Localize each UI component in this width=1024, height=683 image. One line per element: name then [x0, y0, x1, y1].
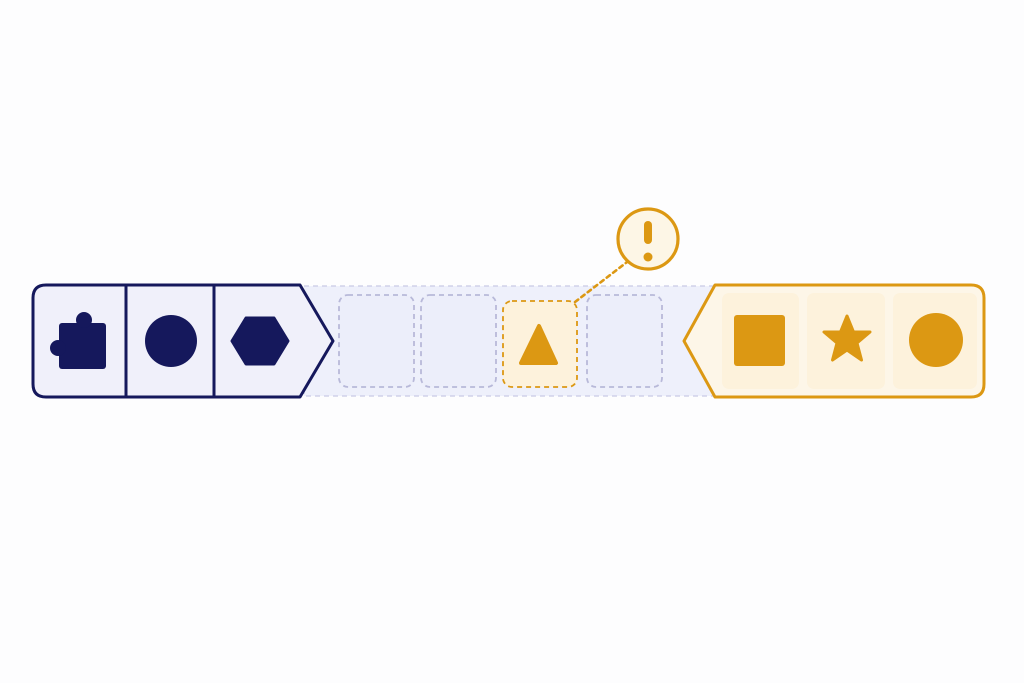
empty-slot [420, 294, 497, 388]
square-icon [734, 315, 785, 366]
channel-slots [338, 294, 663, 388]
warning-callout [573, 207, 680, 304]
circle-icon [909, 313, 963, 367]
empty-slot [338, 294, 415, 388]
triangle-icon [519, 324, 558, 365]
left-shape-group [31, 283, 335, 399]
exclamation-icon [643, 221, 653, 262]
hexagon-icon [230, 316, 290, 366]
right-shape-group [682, 283, 986, 399]
circle-icon [145, 315, 197, 367]
warning-connector [573, 257, 633, 304]
puzzle-piece-icon [50, 312, 106, 369]
star-icon [822, 314, 872, 362]
empty-slot [586, 294, 663, 388]
